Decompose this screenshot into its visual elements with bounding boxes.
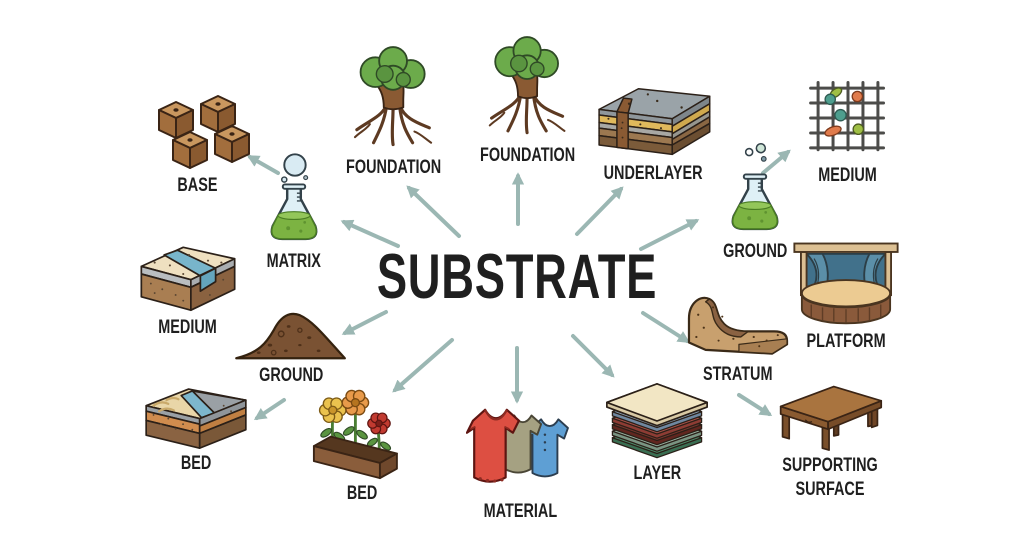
flask-with-bubble-icon — [270, 153, 318, 241]
item-underlayer: UNDERLAYER — [588, 70, 718, 186]
soil-block-blue-stripe-icon — [140, 246, 236, 312]
item-label: FOUNDATION — [346, 157, 442, 178]
item-bed-block: BED — [136, 378, 256, 476]
dirt-mound-icon — [235, 312, 346, 360]
item-label: MATERIAL — [483, 501, 557, 522]
item-label: BED — [346, 483, 378, 504]
item-label: PLATFORM — [806, 331, 886, 352]
arrow-to-layer — [571, 334, 615, 378]
item-label: UNDERLAYER — [603, 163, 703, 184]
item-label: FOUNDATION — [480, 145, 576, 166]
item-medium-grid: MEDIUM — [805, 74, 891, 188]
item-platform: PLATFORM — [788, 236, 904, 354]
arrow-to-underlayer — [575, 186, 624, 236]
item-matrix: MATRIX — [258, 152, 329, 274]
stage-with-curtains-icon — [793, 242, 899, 325]
item-foundation-right: FOUNDATION — [465, 36, 590, 168]
flower-bed-icon — [312, 389, 398, 480]
item-label: MATRIX — [266, 251, 321, 272]
grid-with-microbes-icon — [809, 80, 886, 152]
item-label: GROUND — [258, 365, 324, 386]
arrow-ground-to-bed — [253, 398, 286, 421]
fabric-shirts-icon — [466, 408, 569, 483]
tree-with-roots-icon — [488, 36, 566, 135]
item-label: MEDIUM — [818, 165, 878, 186]
item-stratum: STRATUM — [681, 287, 795, 387]
item-label: LAYER — [633, 463, 681, 484]
item-bed-planter: BED — [304, 380, 420, 506]
item-label: GROUND — [723, 241, 788, 262]
center-word: SUBSTRATE — [376, 242, 658, 312]
flask-with-bubbles-icon — [731, 142, 779, 231]
item-label: BED — [180, 453, 212, 474]
item-ground-pile: GROUND — [231, 304, 351, 388]
item-label: SUPPORTING SURFACE — [782, 455, 878, 500]
riverbed-block-icon — [145, 388, 247, 449]
item-material: MATERIAL — [466, 404, 574, 524]
arrow-to-ground-pile — [341, 310, 388, 335]
item-supporting-surface: SUPPORTING SURFACE — [755, 378, 905, 502]
item-foundation-left: FOUNDATION — [331, 46, 456, 180]
item-medium-block: MEDIUM — [133, 234, 243, 340]
item-label: STRATUM — [703, 364, 773, 385]
item-layer: LAYER — [596, 382, 718, 486]
soil-cross-section-icon — [598, 88, 711, 156]
item-base: BASE — [138, 92, 256, 198]
stacked-sheets-icon — [606, 383, 708, 459]
arrow-to-foundation-left — [406, 185, 461, 238]
rock-formation-icon — [687, 296, 789, 355]
tree-with-roots-icon — [353, 46, 432, 147]
item-ground-flask: GROUND — [713, 142, 797, 264]
item-label: MEDIUM — [158, 317, 218, 338]
item-label: BASE — [176, 175, 218, 196]
wooden-table-icon — [779, 385, 883, 451]
clay-blocks-icon — [158, 95, 250, 169]
